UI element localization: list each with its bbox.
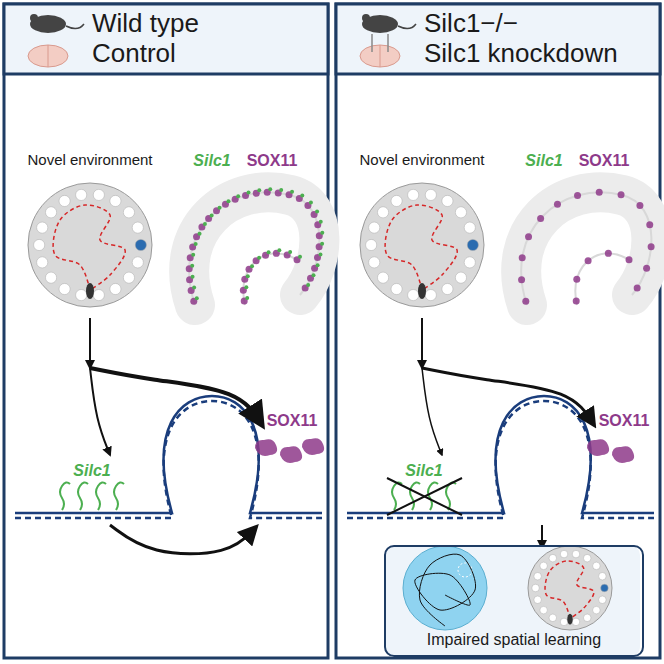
protein-label: SOX11 bbox=[247, 152, 298, 170]
protein-label: SOX11 bbox=[267, 412, 318, 430]
section-label: Novel environment bbox=[27, 152, 152, 169]
mouse-icon bbox=[362, 14, 416, 33]
gene-label: Silc1 bbox=[193, 152, 230, 170]
arrow bbox=[421, 318, 423, 368]
protein-blob bbox=[612, 446, 634, 463]
protein-blob bbox=[302, 438, 324, 455]
arrow bbox=[422, 368, 594, 425]
hippocampus bbox=[186, 187, 325, 305]
barnes-maze bbox=[28, 183, 152, 307]
panel bbox=[4, 4, 328, 658]
gene-label: Silc1 bbox=[73, 462, 110, 480]
protein-blob bbox=[280, 446, 302, 463]
gene-label: Silc1 bbox=[525, 152, 562, 170]
barnes-maze bbox=[360, 183, 484, 307]
header-box: Wild typeControl bbox=[4, 4, 344, 74]
brain-icon bbox=[360, 34, 400, 67]
barnes-maze bbox=[528, 546, 612, 630]
arrow bbox=[89, 318, 91, 368]
header-box: Silc1−/−Silc1 knockdown bbox=[336, 4, 664, 74]
result-box: Impaired spatial learning bbox=[384, 545, 644, 657]
arrow bbox=[110, 525, 256, 554]
protein-blob bbox=[255, 439, 277, 456]
water-maze bbox=[403, 546, 487, 630]
dna-loop bbox=[15, 396, 324, 518]
section-label: Novel environment bbox=[359, 152, 484, 169]
mouse-icon bbox=[30, 14, 84, 33]
header-text: Wild type bbox=[92, 9, 344, 39]
arrow bbox=[90, 368, 110, 455]
arrow bbox=[90, 368, 262, 425]
panel bbox=[336, 4, 660, 658]
result-text: Impaired spatial learning bbox=[386, 631, 642, 649]
gene-label: Silc1 bbox=[405, 462, 442, 480]
header-text: Control bbox=[92, 39, 344, 69]
dna-loop bbox=[347, 396, 654, 518]
hippocampus bbox=[518, 189, 655, 305]
protein-label: SOX11 bbox=[579, 152, 630, 170]
header-text: Silc1 knockdown bbox=[424, 39, 664, 69]
protein-blob bbox=[587, 439, 609, 456]
header-text: Silc1−/− bbox=[424, 9, 664, 39]
arrow bbox=[422, 368, 442, 455]
protein-label: SOX11 bbox=[599, 412, 650, 430]
brain-icon bbox=[28, 45, 68, 67]
